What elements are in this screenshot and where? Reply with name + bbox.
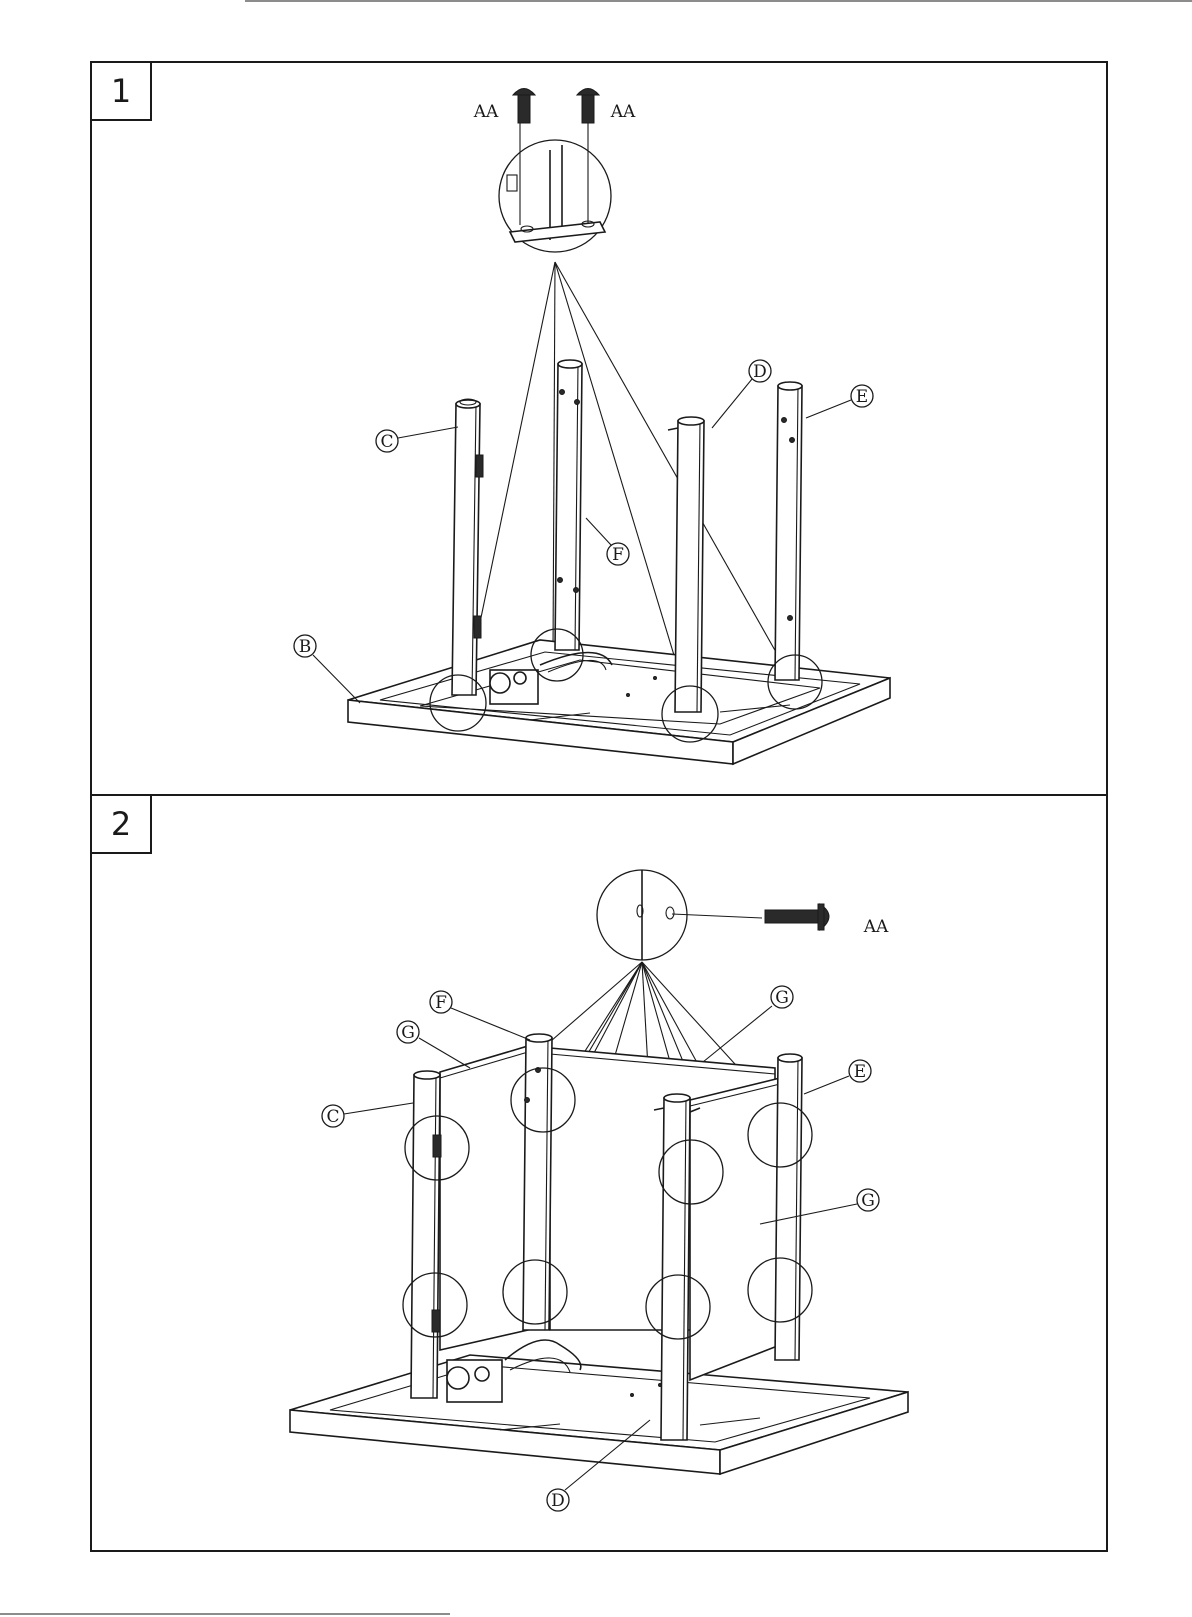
leg-e-1 (775, 382, 802, 680)
leg-e-2 (775, 1054, 802, 1360)
step-2-number: 2 (111, 805, 131, 843)
svg-text:C: C (380, 432, 393, 452)
svg-text:F: F (612, 545, 624, 565)
part-label-b-1: B (294, 635, 360, 703)
leg-f-1 (555, 360, 582, 650)
side-panel-g-right (690, 1078, 780, 1380)
part-label-f-1: F (586, 518, 629, 565)
screw-aa-right (577, 89, 599, 124)
svg-text:G: G (861, 1191, 875, 1211)
part-label-f-2: F (430, 991, 530, 1040)
panel-step-1: 1 AA AA (91, 62, 1107, 795)
detail-circle-bracket (499, 123, 611, 252)
svg-text:B: B (299, 637, 312, 657)
part-label-g-2b: G (703, 986, 793, 1062)
part-label-d-1: D (712, 360, 771, 428)
screw-aa-left (513, 89, 535, 124)
svg-text:E: E (854, 1062, 866, 1082)
part-label-g-2a: G (397, 1021, 470, 1068)
svg-text:G: G (401, 1023, 415, 1043)
svg-text:F: F (435, 993, 447, 1013)
step-1-number: 1 (111, 72, 131, 110)
leg-c-2 (411, 1071, 441, 1398)
svg-text:D: D (753, 362, 767, 382)
svg-text:D: D (551, 1491, 565, 1511)
part-label-e-2: E (804, 1060, 871, 1094)
panel-step-2: 2 AA (91, 795, 1107, 1551)
side-panel-g-left (440, 1046, 528, 1350)
svg-text:E: E (856, 387, 868, 407)
hardware-label-aa-1: AA (473, 102, 499, 122)
svg-text:C: C (326, 1107, 339, 1127)
part-label-e-1: E (806, 385, 873, 418)
hardware-label-aa-3: AA (863, 917, 889, 937)
bolt-aa (765, 904, 829, 930)
leg-c-1 (452, 399, 483, 695)
part-label-c-1: C (376, 427, 458, 452)
detail-circle-bolt (597, 870, 762, 960)
leg-f-2 (523, 1034, 552, 1330)
base-frame-2 (290, 1355, 908, 1474)
hardware-label-aa-2: AA (610, 102, 636, 122)
svg-text:G: G (775, 988, 789, 1008)
part-label-c-2: C (322, 1103, 413, 1127)
